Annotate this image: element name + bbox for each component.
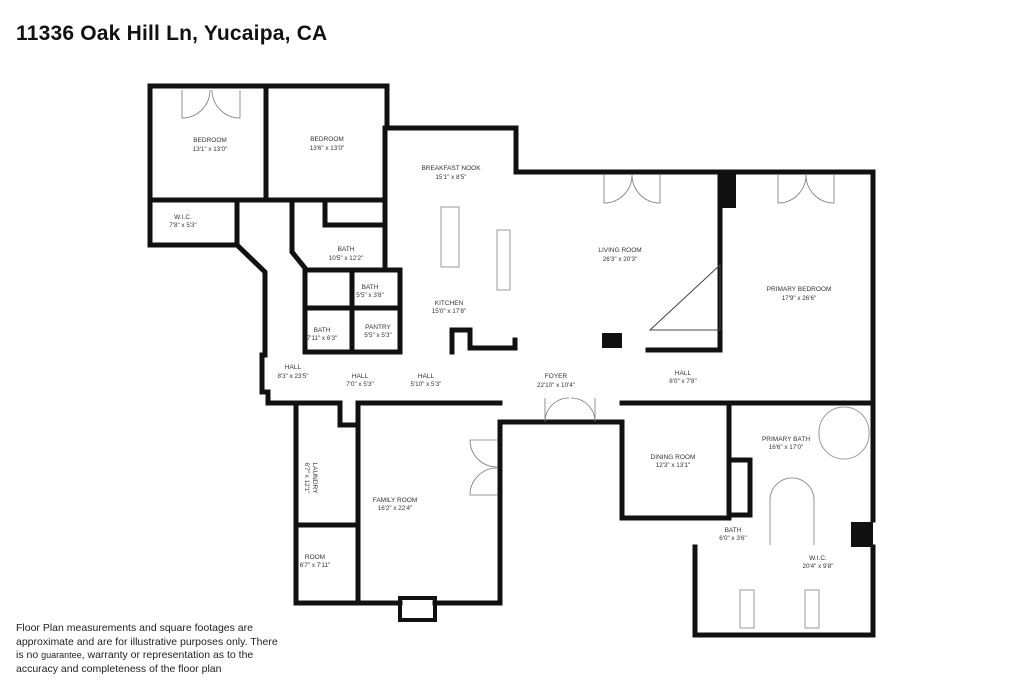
room-size: 8'0" x 7'8" — [669, 378, 697, 385]
room-name: BEDROOM — [310, 136, 344, 143]
room-name: LIVING ROOM — [598, 247, 641, 254]
room-name: PRIMARY BEDROOM — [767, 286, 832, 293]
room-size: 15'1" x 8'5" — [435, 174, 466, 181]
room-size: 16'6" x 17'0" — [769, 444, 804, 451]
room-name: BATH — [338, 246, 355, 253]
room-name: DINING ROOM — [651, 454, 696, 461]
room-name: BEDROOM — [193, 137, 227, 144]
room-size: 15'0" x 17'8" — [432, 308, 467, 315]
room-size: 6'7" x 7'11" — [300, 562, 331, 569]
room-name: LAUNDRY — [311, 463, 318, 495]
disclaimer-guarantee: guarantee — [41, 650, 82, 660]
room-size: 7'11" x 6'3" — [307, 335, 338, 342]
room-name: FOYER — [545, 373, 568, 380]
room-size: 10'5" x 12'2" — [329, 255, 364, 262]
room-size: 5'5" x 5'3" — [364, 332, 392, 339]
room-size: 7'8" x 5'3" — [169, 222, 197, 229]
room-size: 22'10" x 10'4" — [537, 382, 575, 389]
room-size: 6'0" x 3'6" — [719, 535, 747, 542]
room-name: ROOM — [305, 554, 325, 561]
room-name: KITCHEN — [435, 300, 464, 307]
room-name: HALL — [285, 364, 302, 371]
room-size: 5'5" x 3'8" — [356, 292, 384, 299]
disclaimer-part: Floor Plan measurements and square foota… — [16, 622, 278, 661]
room-size: 20'4" x 9'8" — [802, 563, 833, 570]
room-size: 17'9" x 26'6" — [782, 295, 817, 302]
disclaimer-text: Floor Plan measurements and square foota… — [16, 622, 286, 676]
room-name: BATH — [725, 527, 742, 534]
property-address-title: 11336 Oak Hill Ln, Yucaipa, CA — [16, 22, 328, 45]
room-name: PRIMARY BATH — [762, 436, 810, 443]
room-name: W.I.C. — [809, 555, 827, 562]
room-name: HALL — [418, 373, 435, 380]
room-size: 6'7" x 12'1" — [303, 462, 310, 493]
room-name: HALL — [352, 373, 369, 380]
room-size: 5'10" x 5'3" — [410, 381, 441, 388]
room-name: BATH — [314, 327, 331, 334]
room-size: 12'3" x 13'1" — [656, 462, 691, 469]
room-name: FAMILY ROOM — [373, 497, 418, 504]
room-name: W.I.C. — [174, 214, 192, 221]
room-name: BREAKFAST NOOK — [421, 165, 481, 172]
fixtures — [181, 89, 870, 629]
room-labels: BEDROOM 13'1" x 13'0" BEDROOM 13'6" x 13… — [169, 136, 833, 570]
room-size: 7'0" x 5'3" — [346, 381, 374, 388]
room-name: HALL — [675, 370, 692, 377]
disclaimer-part: , warranty or representation as to the a… — [16, 649, 254, 675]
room-name: PANTRY — [365, 324, 391, 331]
room-name: BATH — [362, 284, 379, 291]
room-size: 8'3" x 23'5" — [277, 373, 308, 380]
room-size: 16'2" x 22'4" — [378, 505, 413, 512]
room-size: 26'3" x 20'3" — [603, 256, 638, 263]
room-size: 13'1" x 13'0" — [193, 146, 228, 153]
walls — [147, 83, 876, 638]
room-size: 13'6" x 13'0" — [310, 145, 345, 152]
